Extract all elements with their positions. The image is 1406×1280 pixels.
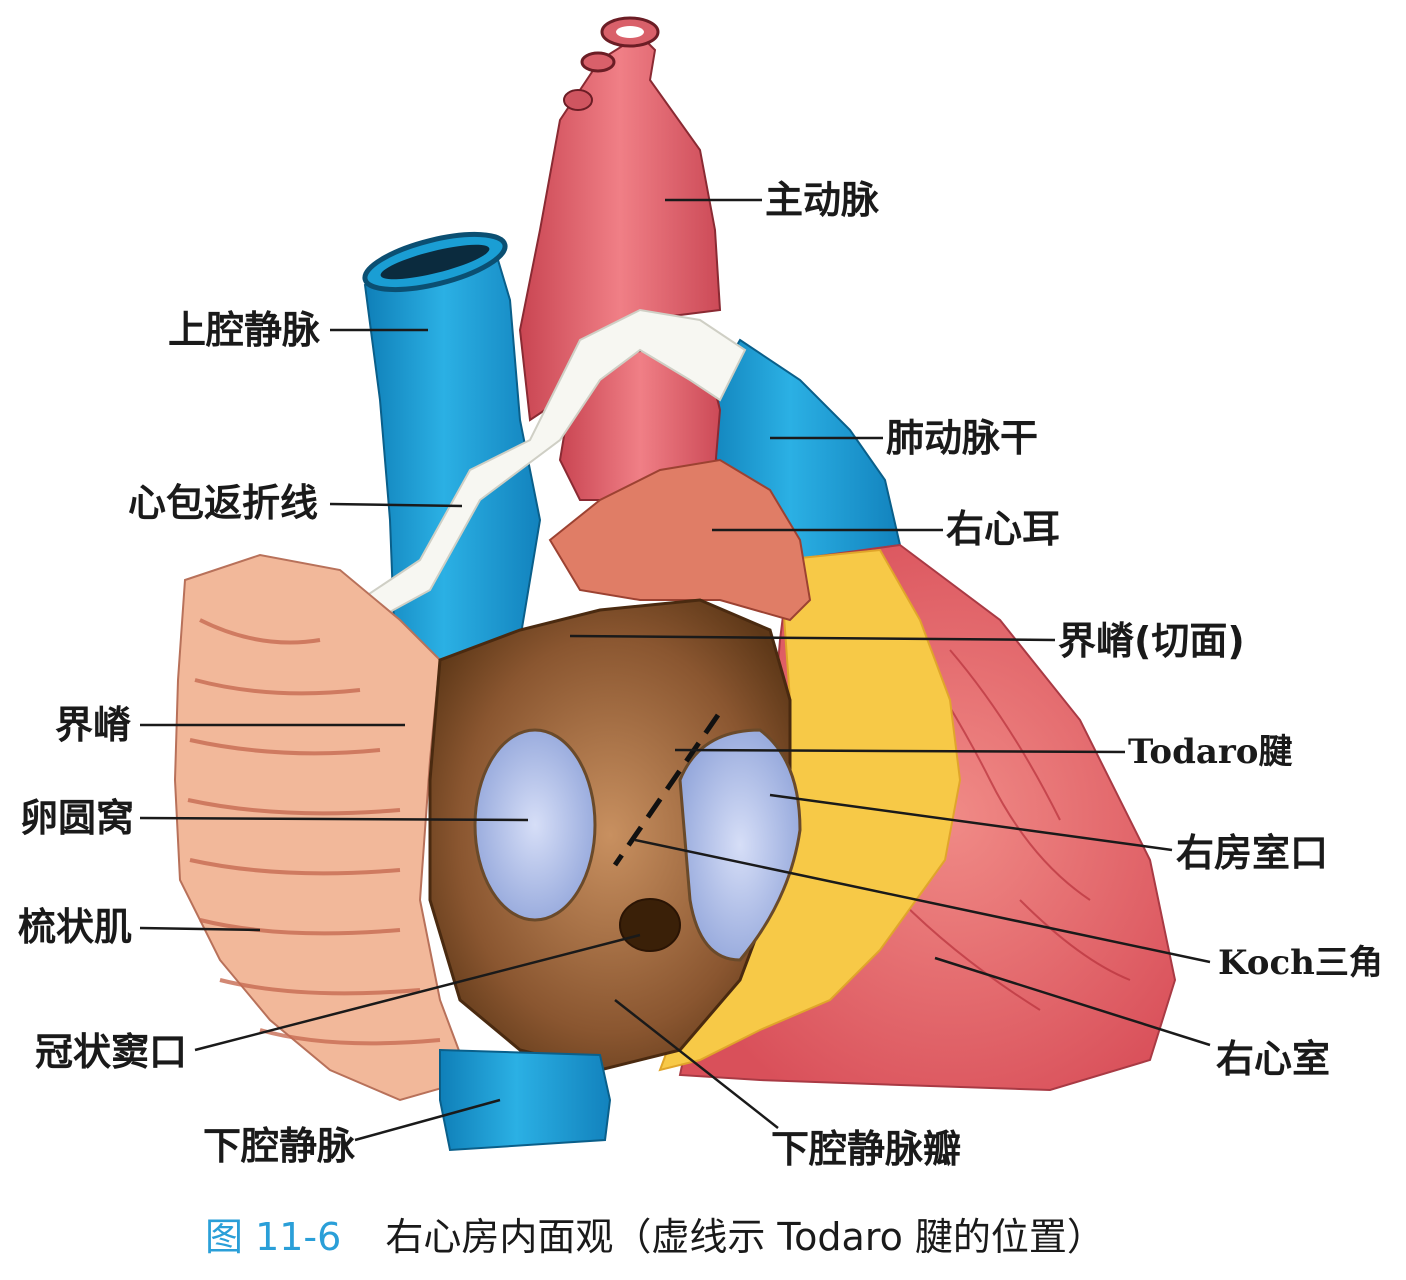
- label-right-ventricle: 右心室: [1216, 1037, 1331, 1081]
- aorta-branch-3: [563, 89, 593, 111]
- label-coronary-sinus-orifice: 冠状窦口: [35, 1030, 188, 1074]
- label-crista-terminalis: 界嵴: [55, 703, 132, 747]
- label-superior-vena-cava: 上腔静脉: [168, 308, 321, 352]
- label-crista-terminalis-cut: 界嵴(切面): [1058, 619, 1245, 663]
- label-pectinate-muscles: 梳状肌: [18, 905, 133, 949]
- aorta-branch-2: [580, 51, 616, 73]
- label-ivc-valve: 下腔静脉瓣: [771, 1127, 962, 1171]
- figure-caption-text: 右心房内面观（虚线示 Todaro 腱的位置）: [385, 1215, 1105, 1259]
- figure-number: 图 11-6: [205, 1215, 342, 1259]
- ivc-vessel: [439, 1048, 612, 1152]
- label-todaro-tendon: Todaro腱: [1128, 732, 1293, 772]
- label-aorta: 主动脉: [765, 178, 880, 222]
- figure-caption: 图 11-6 右心房内面观（虚线示 Todaro 腱的位置）: [205, 1218, 1105, 1256]
- label-fossa-ovalis: 卵圆窝: [20, 796, 135, 840]
- label-inferior-vena-cava: 下腔静脉: [203, 1124, 356, 1168]
- label-av-orifice: 右房室口: [1176, 831, 1329, 875]
- coronary-sinus-opening: [619, 898, 681, 952]
- label-pulmonary-trunk: 肺动脉干: [886, 416, 1039, 460]
- todaro-dashed-line: [612, 713, 721, 867]
- av-orifice: [678, 728, 802, 962]
- label-pericardial-reflection: 心包返折线: [128, 481, 319, 525]
- pectinate-muscle-texture: [187, 618, 441, 1046]
- right-auricle-body: [548, 458, 812, 622]
- fossa-ovalis: [473, 728, 597, 922]
- label-right-auricle: 右心耳: [946, 507, 1061, 551]
- leader-lines: [139, 198, 1211, 1142]
- pericardial-reflection-band: [358, 308, 747, 622]
- label-koch-triangle: Koch三角: [1218, 943, 1383, 983]
